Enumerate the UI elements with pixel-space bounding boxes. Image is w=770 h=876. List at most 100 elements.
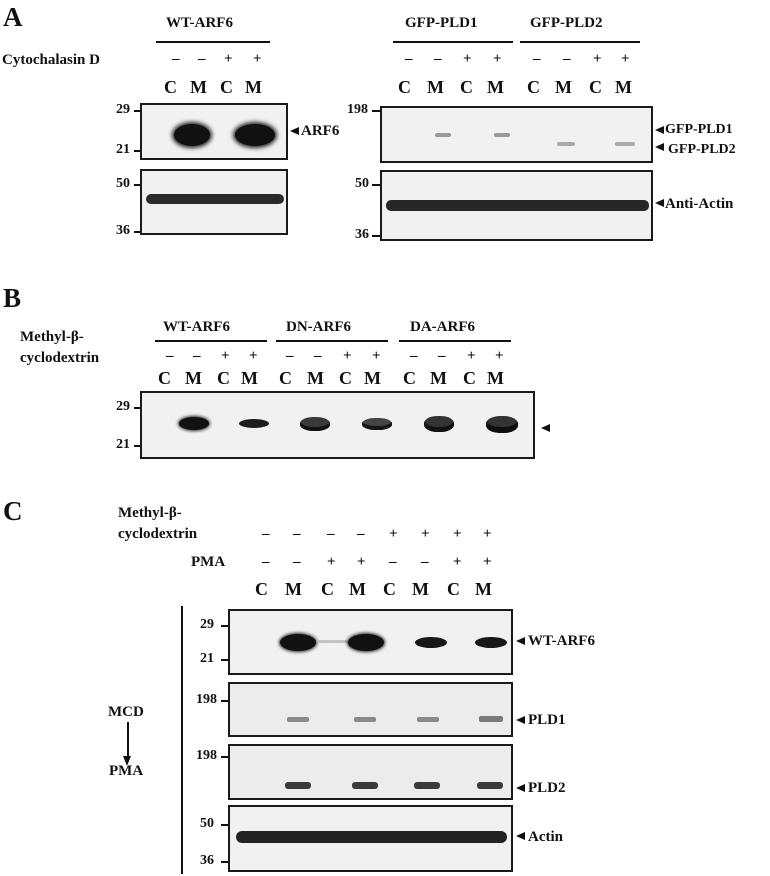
actin-arrow-icon [516, 832, 525, 840]
marker-tick [221, 625, 228, 627]
panel-a-right-lane: M [615, 77, 632, 97]
band [362, 418, 392, 430]
panel-b-arrow-icon [541, 424, 550, 432]
panel-c-pld1-blot [228, 682, 513, 737]
band [235, 124, 275, 146]
panel-a-right-lane: C [527, 77, 540, 97]
panel-b-lane: M [185, 368, 202, 388]
band [435, 133, 451, 137]
wt-arf6-arrow-icon [516, 637, 525, 645]
panel-a-right-sign: + [463, 51, 472, 67]
panel-b-sign: – [410, 348, 418, 364]
marker-label: 21 [200, 651, 214, 666]
panel-a-right-sign: – [434, 51, 442, 67]
panel-b-lane: M [241, 368, 258, 388]
panel-a-right-sign: + [593, 51, 602, 67]
panel-c-pma-sign: – [421, 554, 429, 570]
panel-c-side-arrow-shaft [127, 722, 129, 758]
arf6-arrow-icon [290, 127, 299, 135]
panel-b-sign: + [372, 348, 381, 364]
panel-a-right-lane: C [398, 77, 411, 97]
actin-arrow-icon [655, 199, 664, 207]
gfp-pld1-arrow-icon [655, 126, 664, 134]
panel-b-sign: – [166, 348, 174, 364]
panel-c-bracket-line [181, 606, 183, 874]
panel-a-right-pld-blot [380, 106, 653, 163]
panel-a-right-sign: + [621, 51, 630, 67]
panel-b-lane: C [279, 368, 292, 388]
band [318, 640, 348, 643]
panel-b-letter: B [3, 283, 22, 313]
panel-a-actin-label: Anti-Actin [665, 196, 734, 212]
panel-b-lane: C [403, 368, 416, 388]
panel-c-mcd-sign: – [357, 526, 365, 542]
band [415, 637, 447, 648]
panel-b-header: DA-ARF6 [410, 319, 475, 335]
marker-label: 36 [200, 853, 214, 868]
panel-a-right-actin-blot [380, 170, 653, 241]
panel-b-sign: + [495, 348, 504, 364]
band [494, 133, 510, 137]
panel-a-right-lane: C [589, 77, 602, 97]
panel-a-left-header-line [156, 41, 270, 43]
panel-c-lane: M [349, 579, 366, 599]
marker-label: 198 [196, 748, 217, 763]
panel-b-lane: M [307, 368, 324, 388]
band [236, 831, 507, 843]
marker-tick [134, 150, 140, 152]
band [348, 634, 384, 651]
band [557, 142, 575, 146]
panel-c-lane: C [255, 579, 268, 599]
panel-c-lane: C [447, 579, 460, 599]
panel-b-treatment-label-1: Methyl-β- [20, 329, 84, 345]
panel-b-sign: + [249, 348, 258, 364]
panel-a-left-actin-blot [140, 169, 288, 235]
panel-c-pma-sign: + [357, 554, 366, 570]
panel-a-gfp-pld2-label: GFP-PLD2 [668, 142, 736, 157]
panel-c-lane: M [412, 579, 429, 599]
marker-tick [134, 231, 140, 233]
panel-a-treatment-label: Cytochalasin D [2, 52, 100, 68]
marker-tick [134, 184, 140, 186]
panel-a-right-header-1-line [393, 41, 513, 43]
panel-a-right-lane: C [460, 77, 473, 97]
panel-a-left-sign: – [172, 51, 180, 67]
panel-a-right-header-2-line [520, 41, 640, 43]
band [300, 417, 330, 431]
panel-c-arf6-blot [228, 609, 513, 675]
panel-a-letter: A [3, 2, 23, 32]
marker-tick [372, 235, 380, 237]
marker-label: 21 [116, 142, 130, 157]
panel-a-right-sign: + [493, 51, 502, 67]
panel-a-right-sign: – [533, 51, 541, 67]
panel-b-sign: + [343, 348, 352, 364]
panel-a-left-sign: – [198, 51, 206, 67]
panel-a-left-lane: C [164, 77, 177, 97]
panel-c-pld2-blot [228, 744, 513, 800]
marker-label: 29 [200, 617, 214, 632]
panel-c-lane: M [285, 579, 302, 599]
panel-a-right-sign: – [405, 51, 413, 67]
marker-label: 21 [116, 437, 130, 452]
marker-tick [221, 861, 228, 863]
panel-b-lane: C [158, 368, 171, 388]
panel-b-lane: C [463, 368, 476, 388]
marker-label: 50 [116, 176, 130, 191]
panel-a-left-arf6-blot [140, 103, 288, 160]
panel-b-header-line [399, 340, 511, 342]
panel-b-sign: – [193, 348, 201, 364]
panel-b-lane: M [430, 368, 447, 388]
marker-tick [134, 407, 140, 409]
panel-c-pld1-label: PLD1 [528, 712, 566, 728]
panel-a-left-lane: M [245, 77, 262, 97]
marker-tick [134, 445, 140, 447]
band [285, 782, 311, 789]
panel-c-pma-sign: + [327, 554, 336, 570]
panel-c-treatment1-label-1: Methyl-β- [118, 505, 182, 521]
pld1-arrow-icon [516, 716, 525, 724]
panel-a-left-lane: C [220, 77, 233, 97]
panel-a-arf6-label: ARF6 [301, 123, 340, 139]
band [475, 637, 507, 648]
panel-c-mcd-sign: + [389, 526, 398, 542]
band [287, 717, 309, 722]
